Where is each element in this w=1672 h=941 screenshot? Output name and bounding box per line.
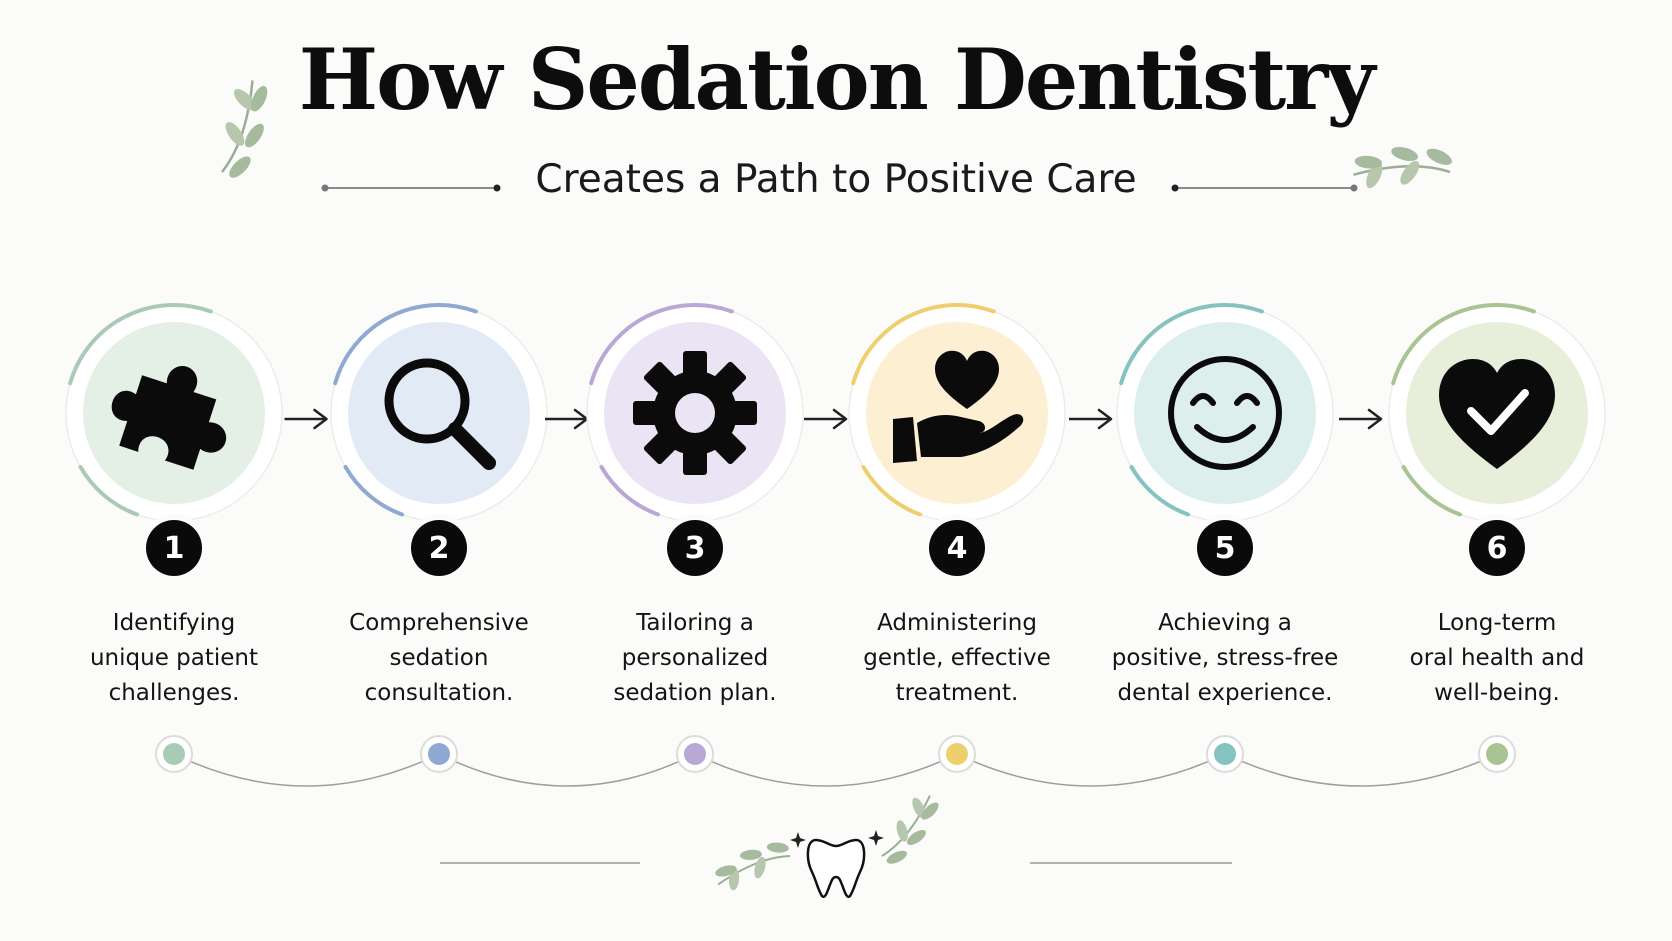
step-description-3: Tailoring a personalized sedation plan. <box>575 606 815 711</box>
step-5-line-3: dental experience. <box>1117 680 1333 706</box>
step-inner-circle <box>866 322 1048 504</box>
step-1-line-1: Identifying <box>112 610 236 636</box>
step-accent-arc <box>861 465 923 517</box>
gear-icon <box>633 351 757 475</box>
leaf-sprig-icon <box>1353 146 1452 189</box>
step-5-line-2: positive, stress-free <box>1111 645 1339 671</box>
step-number-3: 3 <box>667 520 723 576</box>
step-accent-arc <box>1401 465 1463 517</box>
step-4-line-3: treatment. <box>895 680 1019 706</box>
rule-end-dot <box>1350 184 1358 192</box>
step-description-4: Administering gentle, effective treatmen… <box>837 606 1077 711</box>
step-inner-circle <box>1134 322 1316 504</box>
step-1 <box>65 303 283 522</box>
step-4-line-1: Administering <box>877 610 1037 636</box>
step-number-4: 4 <box>929 520 985 576</box>
step-number-5: 5 <box>1197 520 1253 576</box>
step-6-line-3: well-being. <box>1434 680 1560 706</box>
leaf-sprig-icon <box>221 80 268 178</box>
step-2-line-1: Comprehensive <box>349 610 529 636</box>
step-2-line-3: consultation. <box>364 680 514 706</box>
sparkle-icon <box>790 832 806 848</box>
puzzle-icon <box>111 366 227 470</box>
progress-dot <box>684 743 706 765</box>
progress-dot <box>428 743 450 765</box>
progress-curve <box>173 753 1498 787</box>
step-inner-circle <box>348 322 530 504</box>
step-2 <box>330 303 548 522</box>
smiley-icon <box>1168 356 1282 470</box>
progress-dot <box>1214 743 1236 765</box>
step-accent-arc <box>68 303 213 386</box>
step-6-line-1: Long-term <box>1437 610 1557 636</box>
step-3-line-2: personalized <box>621 645 769 671</box>
flow-arrow-icon <box>545 408 589 430</box>
step-2-line-2: sedation <box>389 645 489 671</box>
flow-arrow-icon <box>804 408 848 430</box>
sparkle-icon <box>868 830 884 846</box>
step-3-line-3: sedation plan. <box>613 680 777 706</box>
step-5 <box>1116 303 1334 522</box>
step-1-line-2: unique patient <box>89 645 259 671</box>
rule-end-dot <box>493 184 501 192</box>
step-description-5: Achieving a positive, stress-free dental… <box>1105 606 1345 711</box>
hand-heart-icon <box>893 350 1024 463</box>
rule-end-dot <box>1171 184 1179 192</box>
step-accent-arc <box>851 303 996 386</box>
progress-dot <box>1486 743 1508 765</box>
progress-dot <box>163 743 185 765</box>
progress-dot <box>946 743 968 765</box>
flow-arrow-icon <box>284 408 328 430</box>
step-6-line-2: oral health and <box>1409 645 1585 671</box>
step-description-6: Long-term oral health and well-being. <box>1377 606 1617 711</box>
page-subtitle: Creates a Path to Positive Care <box>535 157 1137 202</box>
step-description-1: Identifying unique patient challenges. <box>54 606 294 711</box>
step-accent-arc <box>1391 303 1536 386</box>
step-3 <box>586 303 804 522</box>
step-accent-arc <box>599 465 661 517</box>
step-accent-arc <box>589 303 734 386</box>
step-accent-arc <box>1129 465 1191 517</box>
flow-arrow-icon <box>1339 408 1383 430</box>
leaf-sprig-icon <box>715 842 791 891</box>
footer-decoration <box>440 795 1232 899</box>
step-3-line-1: Tailoring a <box>636 610 754 636</box>
step-4 <box>848 303 1066 522</box>
tooth-icon <box>790 830 884 899</box>
step-number-2: 2 <box>411 520 467 576</box>
step-accent-arc <box>78 465 140 517</box>
step-4-line-2: gentle, effective <box>863 645 1051 671</box>
step-number-1: 1 <box>146 520 202 576</box>
subtitle-decoration <box>221 80 1452 192</box>
step-1-line-3: challenges. <box>108 680 240 706</box>
step-accent-arc <box>333 303 478 386</box>
step-accent-arc <box>1119 303 1264 386</box>
progress-path <box>155 735 1516 787</box>
magnifier-icon <box>384 358 496 470</box>
leaf-sprig-icon <box>881 795 939 864</box>
page-title: How Sedation Dentistry <box>298 30 1376 129</box>
heart-check-icon <box>1439 359 1555 469</box>
step-number-6: 6 <box>1469 520 1525 576</box>
step-5-line-1: Achieving a <box>1158 610 1292 636</box>
rule-end-dot <box>321 184 329 192</box>
step-accent-arc <box>343 465 405 517</box>
flow-arrow-icon <box>1069 408 1113 430</box>
step-description-2: Comprehensive sedation consultation. <box>319 606 559 711</box>
step-6 <box>1388 303 1606 522</box>
